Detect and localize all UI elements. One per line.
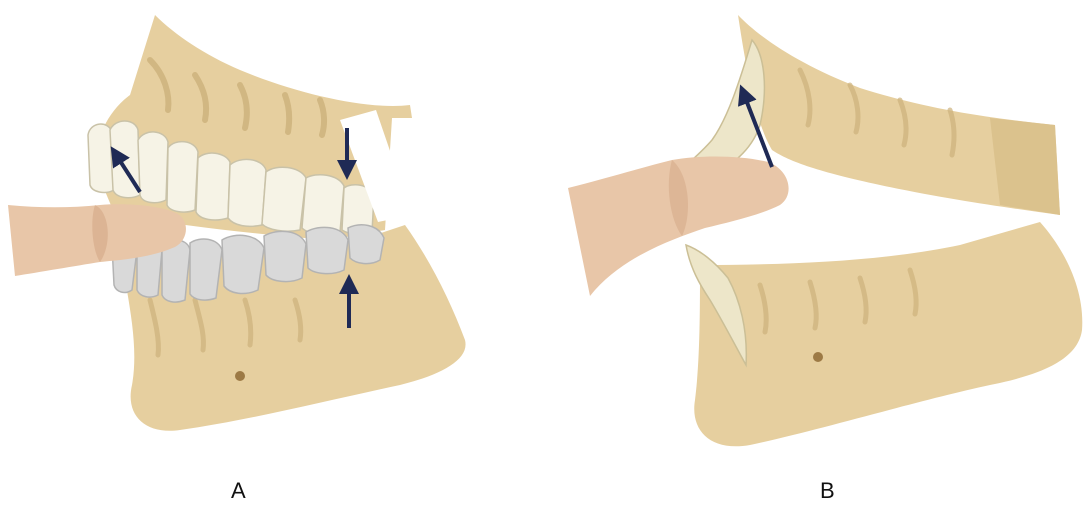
panel-a: [8, 15, 466, 431]
panel-label-b: B: [820, 478, 835, 504]
mental-foramen-b: [813, 352, 823, 362]
panel-b: [568, 15, 1082, 446]
mental-foramen-a: [235, 371, 245, 381]
panel-label-a: A: [231, 478, 246, 504]
mandible-b: [694, 222, 1082, 446]
maxilla-posterior-b: [990, 118, 1060, 215]
